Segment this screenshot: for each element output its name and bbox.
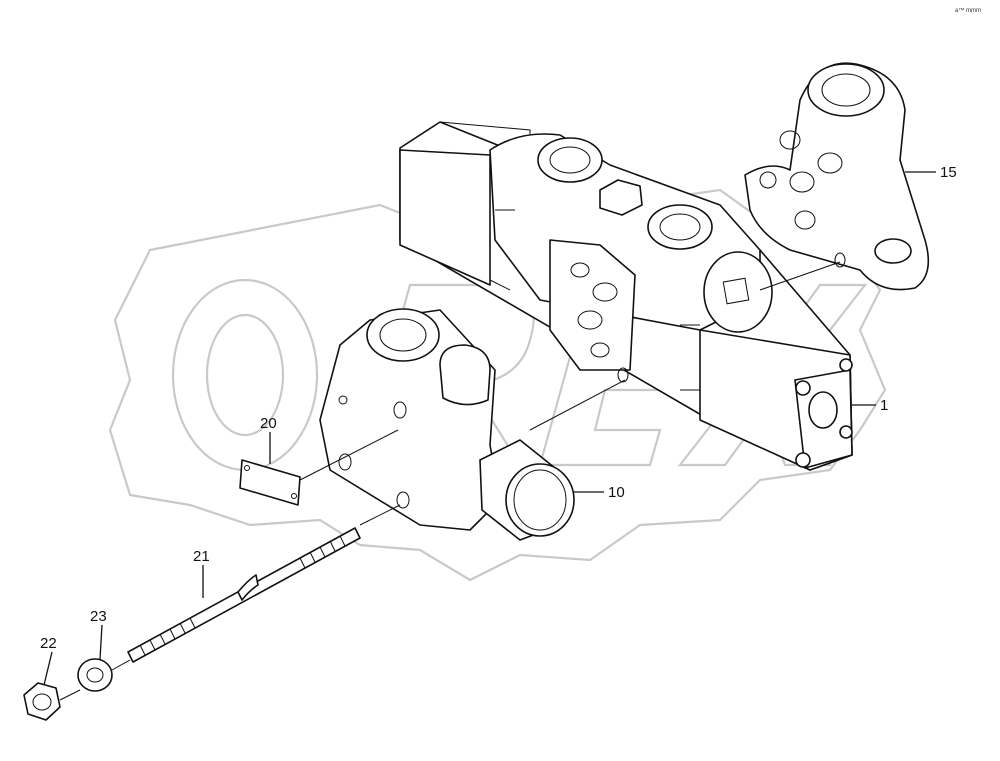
assembly-lines (59, 261, 841, 701)
callout-22: 22 (40, 635, 57, 652)
watermark-letter-o (171, 278, 319, 472)
inlet-section (319, 308, 575, 541)
callout-1: 1 (880, 397, 888, 414)
callout-leaders (43, 171, 936, 686)
callout-20: 20 (260, 415, 277, 432)
spring-washer (77, 658, 113, 692)
callout-21: 21 (193, 548, 210, 565)
end-cover (744, 62, 930, 291)
callout-15: 15 (940, 164, 957, 181)
valve-body (399, 121, 853, 471)
tie-rod (127, 527, 361, 663)
corner-mark: a™ mmm (955, 7, 981, 14)
callout-10: 10 (608, 484, 625, 501)
callout-23: 23 (90, 608, 107, 625)
watermark-letter-o-inner (205, 313, 285, 437)
hex-nut (23, 682, 61, 721)
name-plate (239, 459, 301, 506)
